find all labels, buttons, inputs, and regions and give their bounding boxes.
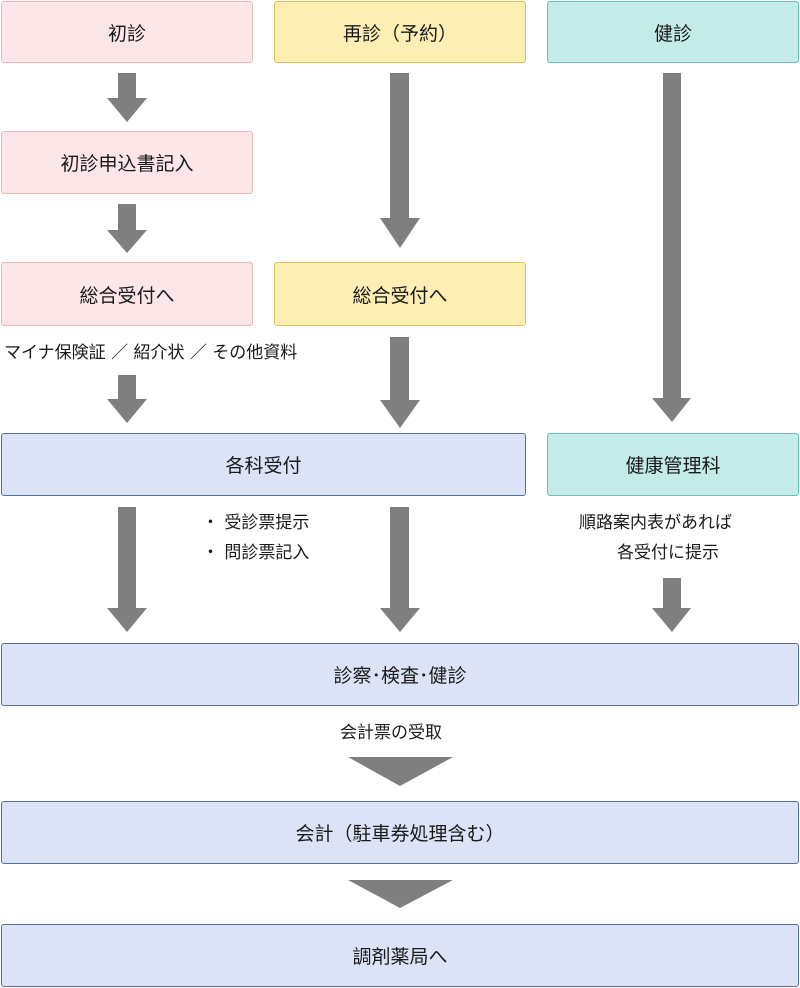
first-form-step: 初診申込書記入 xyxy=(1,131,253,194)
arrow-revisit-3 xyxy=(380,507,420,632)
exam-step: 診察･検査･健診 xyxy=(1,643,799,706)
arrow-to-payment xyxy=(348,757,453,786)
bill-note: 会計票の受取 xyxy=(340,723,442,743)
checkup-header: 健診 xyxy=(547,1,799,63)
pharmacy-step: 調剤薬局へ xyxy=(1,924,799,987)
reception-note-2: ・ 問診票記入 xyxy=(202,543,310,563)
route-note-2: 各受付に提示 xyxy=(617,543,719,563)
arrow-first-2 xyxy=(107,204,147,253)
reception-note-1: ・ 受診票提示 xyxy=(202,513,310,533)
payment-step: 会計（駐車券処理含む） xyxy=(1,801,799,864)
arrow-first-1 xyxy=(107,73,147,122)
arrow-first-4 xyxy=(107,507,147,632)
arrow-first-3 xyxy=(107,375,147,423)
revisit-header: 再診（予約） xyxy=(274,1,526,63)
department-reception-step: 各科受付 xyxy=(1,433,526,496)
route-note-1: 順路案内表があれば xyxy=(579,513,732,533)
arrow-to-pharmacy xyxy=(348,880,453,908)
health-management-step: 健康管理科 xyxy=(547,433,799,496)
first-reception-step: 総合受付へ xyxy=(1,262,253,326)
arrow-revisit-1 xyxy=(380,73,420,248)
arrow-checkup-1 xyxy=(652,73,691,422)
revisit-reception-step: 総合受付へ xyxy=(274,262,526,326)
arrow-revisit-2 xyxy=(380,337,420,428)
first-visit-header: 初診 xyxy=(1,1,253,63)
arrow-checkup-2 xyxy=(652,578,691,632)
documents-note: マイナ保険証 ／ 紹介状 ／ その他資料 xyxy=(4,343,298,363)
